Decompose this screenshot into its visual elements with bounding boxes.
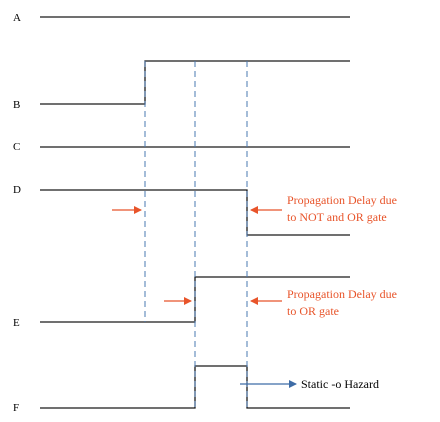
delay-note-not-or-line2: to NOT and OR gate (287, 210, 387, 224)
signal-label-c: C (13, 141, 20, 153)
waveform-f (40, 365, 350, 409)
signal-label-b: B (13, 99, 20, 111)
delay-note-or-line2: to OR gate (287, 304, 339, 318)
delay-note-not-or-line1: Propagation Delay due (287, 193, 397, 207)
signal-label-e: E (13, 317, 20, 329)
signal-label-d: D (13, 184, 21, 196)
signal-label-a: A (13, 12, 21, 24)
delay-note-or-line1: Propagation Delay due (287, 287, 397, 301)
hazard-label: Static -o Hazard (301, 377, 379, 391)
waveform-e (40, 276, 350, 323)
signal-label-f: F (13, 402, 19, 414)
